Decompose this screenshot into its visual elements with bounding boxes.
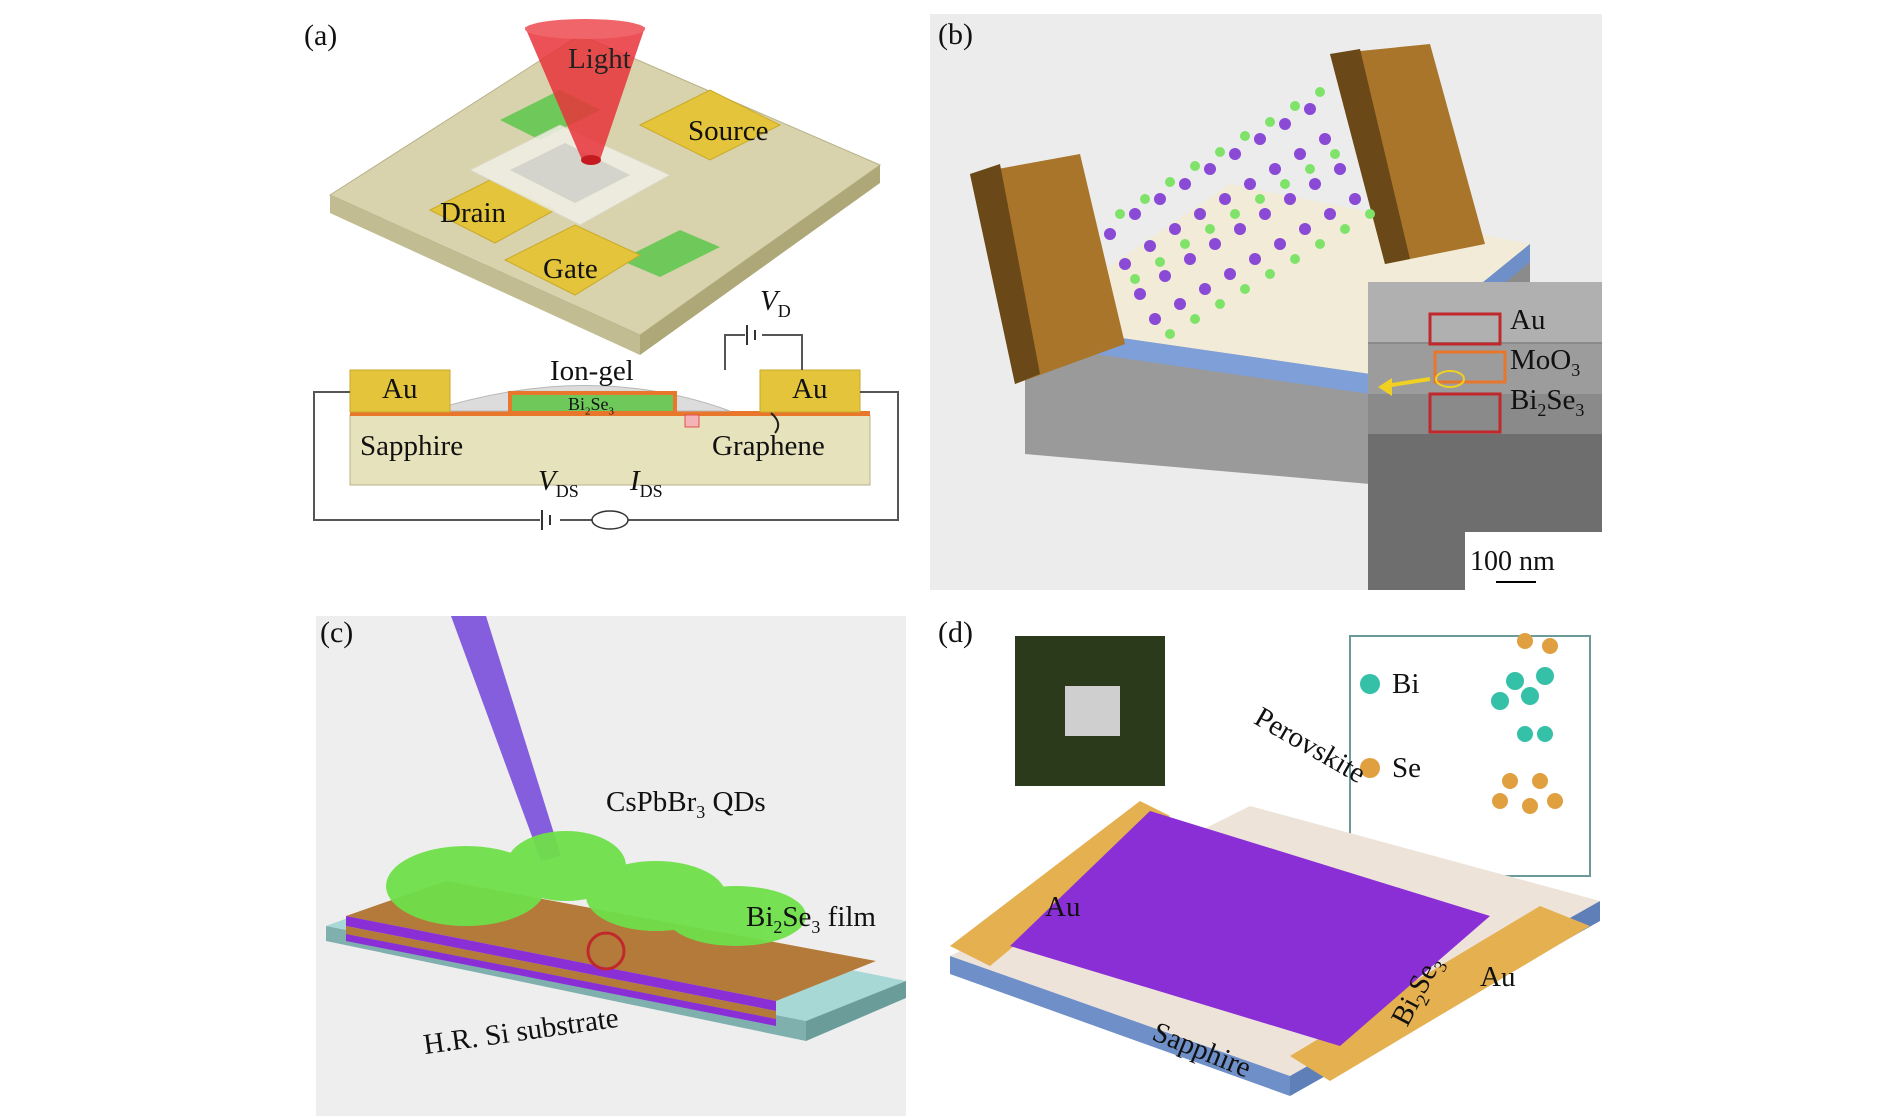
light-cone (525, 27, 645, 160)
panel-c: (c) CsPbBr3 QDs Bi2Se3 film H.R. Si subs… (316, 616, 906, 1116)
se-atom-icon (1360, 758, 1380, 778)
ids-label: IDS (630, 465, 663, 501)
gate-pad (503, 224, 642, 296)
green-pad-bottom (620, 230, 720, 277)
graphene-label: Graphene (712, 430, 825, 462)
panel-a: (a) Lig (300, 15, 900, 595)
bi2se3-label: Bi2Se3 (568, 394, 615, 418)
panel-d: (d) Bi Se Au Au Perovskite Bi2Se3 Sapphi… (930, 616, 1610, 1116)
inset-au-label: Au (1510, 304, 1546, 336)
vds-label: VDS (538, 465, 579, 501)
sapphire-label: Sapphire (360, 430, 464, 462)
qd-device-schematic (326, 616, 906, 1041)
au-left-label: Au (1045, 891, 1081, 923)
perovskite-device-schematic (950, 633, 1600, 1096)
au-left-label: Au (382, 373, 418, 405)
source-pad (638, 89, 782, 161)
au-right-label: Au (1480, 961, 1516, 993)
panel-b-label: (b) (938, 18, 973, 51)
legend-bi-label: Bi (1392, 668, 1420, 700)
laser-beam (451, 616, 561, 861)
quantum-dots (386, 831, 806, 946)
panel-d-label: (d) (938, 616, 973, 649)
atom-lattice (1104, 87, 1375, 339)
panel-c-label: (c) (320, 616, 354, 649)
perovskite-layer (1010, 811, 1490, 1046)
qds-label: CsPbBr3 QDs (606, 786, 766, 822)
panel-a-label: (a) (304, 19, 338, 52)
ion-gel-label: Ion-gel (550, 355, 634, 387)
drain-label: Drain (440, 197, 507, 229)
au-electrode-right (1290, 906, 1590, 1081)
bi-atom-icon (1360, 674, 1380, 694)
device-schematic-3d (313, 19, 899, 530)
gate-label: Gate (543, 253, 598, 285)
au-right-label: Au (792, 373, 828, 405)
inset-bi2se3-label: Bi2Se3 (1510, 384, 1585, 420)
panel-b: (b) (930, 14, 1602, 590)
scale-bar-label: 100 nm (1470, 546, 1555, 577)
au-electrode-left (950, 801, 1170, 966)
legend-se-label: Se (1392, 752, 1421, 784)
inset-moo3-label: MoO3 (1510, 344, 1581, 380)
source-label: Source (688, 115, 769, 147)
light-label: Light (568, 43, 631, 75)
film-label: Bi2Se3 film (746, 901, 876, 937)
vd-label: VD (760, 285, 791, 321)
device-render-3d (970, 44, 1602, 590)
crystal-structure-inset (1349, 635, 1591, 877)
